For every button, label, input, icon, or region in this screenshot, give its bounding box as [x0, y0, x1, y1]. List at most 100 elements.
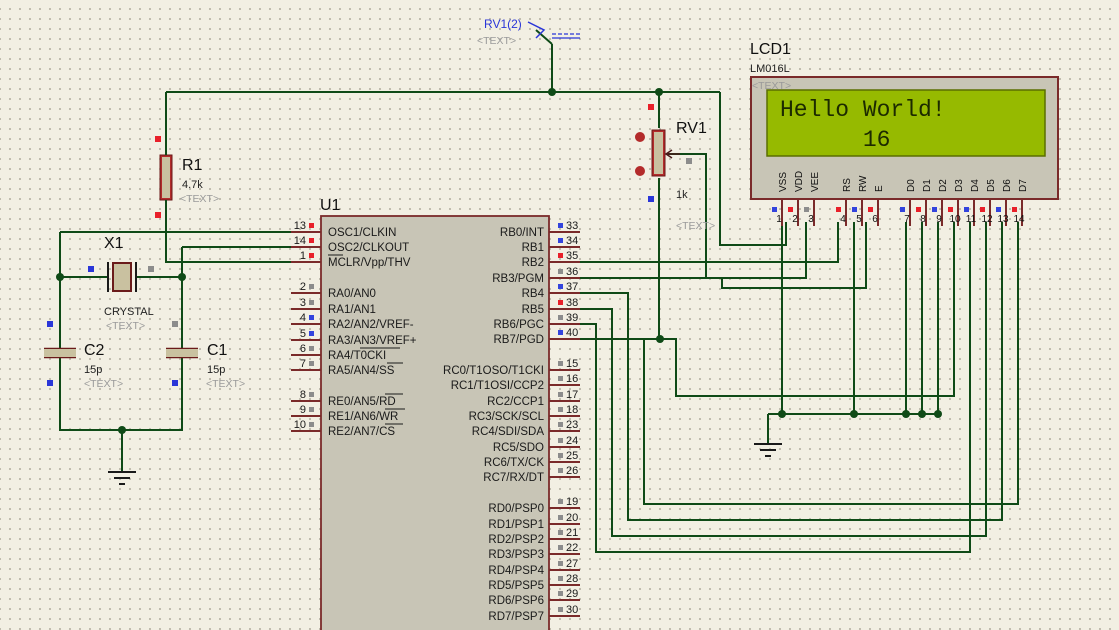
- u1-pin-number: 24: [566, 435, 578, 447]
- u1-pin-name: RD5/PSP5: [488, 580, 544, 592]
- microcontroller-u1[interactable]: U1 13OSC1/CLKIN14OSC2/CLKOUT1MCLR/Vpp/TH…: [291, 197, 580, 630]
- u1-pin-name: RA1/AN1: [328, 304, 376, 316]
- lcd-lm016l[interactable]: LCD1 LM016L <TEXT> Hello World! 16 1VSS2…: [750, 41, 1059, 226]
- u1-pin-number: 1: [300, 250, 306, 262]
- lcd-pin-4[interactable]: 4RS: [836, 178, 853, 226]
- u1-pin-name: RE2/AN7/CS: [328, 426, 395, 438]
- x1-text: <TEXT>: [106, 320, 145, 332]
- c1-ref: C1: [207, 342, 228, 359]
- u1-ref: U1: [320, 197, 341, 214]
- potentiometer-rv1[interactable]: RV1 1k <TEXT>: [635, 104, 715, 232]
- r1-value: 4.7k: [182, 179, 203, 191]
- u1-pin-name: RB6/PGC: [494, 319, 545, 331]
- u1-right-pins: 33RB0/INT34RB135RB236RB3/PGM37RB438RB539…: [443, 220, 580, 623]
- lcd-pin-name: D0: [906, 179, 917, 192]
- u1-pin-number: 19: [566, 496, 578, 508]
- capacitor-c2[interactable]: C2 15p <TEXT>: [44, 321, 123, 390]
- lcd-line-1: Hello World!: [780, 97, 946, 123]
- lcd-pin-number: 6: [872, 214, 878, 225]
- power-terminal-text: <TEXT>: [477, 35, 516, 47]
- lcd-pin-name: D4: [970, 179, 981, 192]
- wires: [59, 29, 1019, 553]
- u1-pin-name: RB5: [522, 304, 544, 316]
- u1-pin-name: RC1/T1OSI/CCP2: [451, 380, 544, 392]
- crystal-x1[interactable]: X1 CRYSTAL <TEXT>: [88, 235, 154, 332]
- lcd-pin-11[interactable]: 11 D4: [964, 179, 981, 226]
- u1-pin-name: RB0/INT: [500, 227, 544, 239]
- u1-pin-number: 23: [566, 419, 578, 431]
- lcd-pin-number: 11: [966, 214, 977, 225]
- u1-pin-number: 6: [300, 343, 306, 355]
- u1-pin-name: RC2/CCP1: [487, 396, 544, 408]
- lcd-pin-1[interactable]: 1 VSS: [772, 172, 789, 226]
- u1-pin-number: 17: [566, 389, 578, 401]
- lcd-pin-name: VDD: [794, 171, 805, 192]
- lcd-pin-8[interactable]: 8D1: [916, 179, 933, 226]
- lcd-pin-9[interactable]: 9D2: [932, 179, 949, 226]
- u1-pin-name: RB1: [522, 242, 544, 254]
- u1-pin-number: 40: [566, 327, 578, 339]
- lcd-pin-7[interactable]: 7D0: [900, 179, 917, 226]
- u1-pin-name: RA0/AN0: [328, 288, 376, 300]
- u1-pin-name: RD1/PSP1: [488, 519, 544, 531]
- capacitor-c1[interactable]: C1 15p <TEXT>: [166, 321, 245, 390]
- resistor-r1[interactable]: R1 4.7k <TEXT>: [155, 135, 219, 222]
- lcd-pin-name: D7: [1018, 179, 1029, 192]
- u1-pin-name: RA2/AN2/VREF-: [328, 319, 414, 331]
- power-terminal[interactable]: RV1(2) <TEXT>: [477, 17, 580, 47]
- lcd-pin-number: 1: [776, 214, 782, 225]
- lcd-pin-6[interactable]: 6E: [868, 185, 885, 226]
- lcd-pin-5[interactable]: 5RW: [852, 175, 869, 226]
- u1-pin-name: OSC2/CLKOUT: [328, 242, 409, 254]
- u1-pin-name: RA3/AN3/VREF+: [328, 335, 417, 347]
- u1-pin-name: RC6/TX/CK: [484, 457, 544, 469]
- lcd-pin-name: VSS: [778, 172, 789, 192]
- u1-pin-number: 18: [566, 404, 578, 416]
- c1-text: <TEXT>: [206, 378, 245, 390]
- u1-pin-number: 3: [300, 297, 306, 309]
